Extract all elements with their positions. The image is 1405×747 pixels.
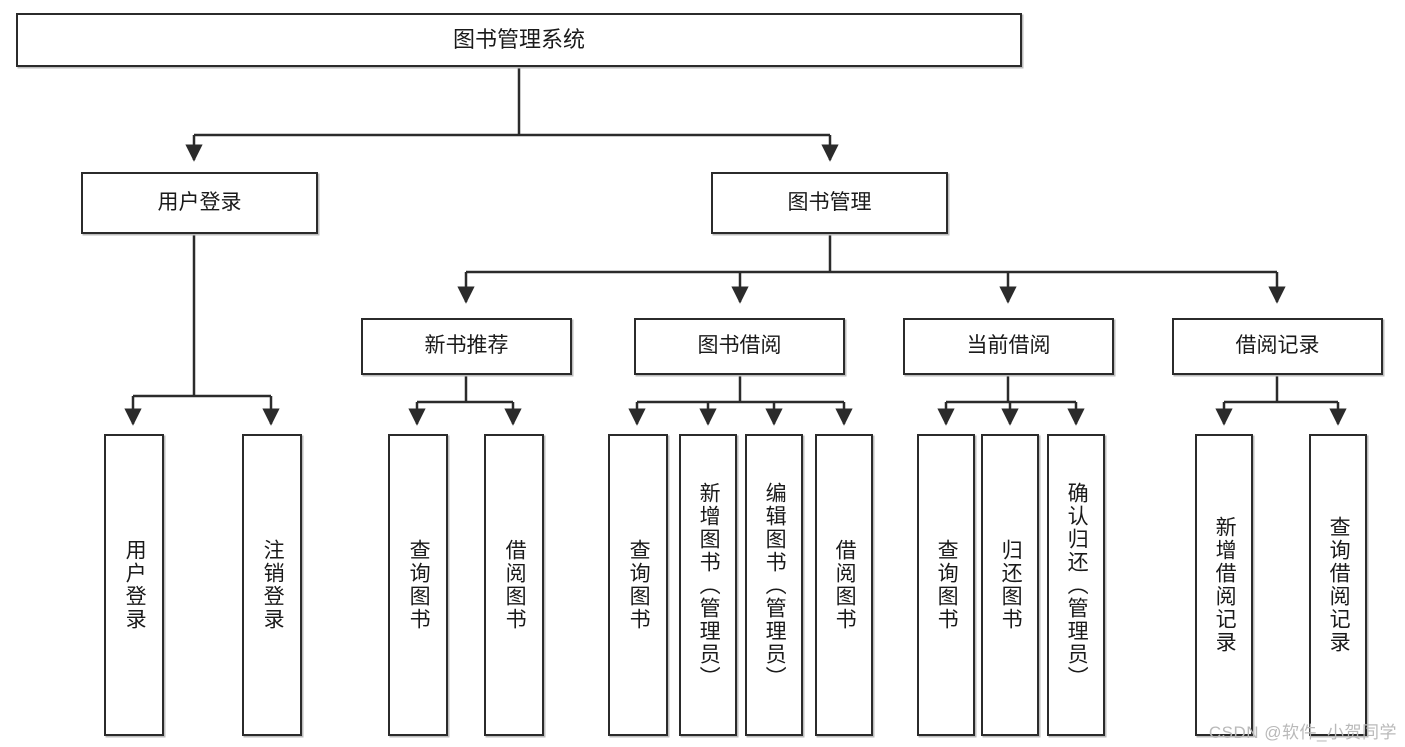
node-book-management-label: 图书管理 [787, 190, 872, 214]
node-current-borrow[interactable]: 当前借阅 [903, 318, 1114, 375]
node-leaf-borrow-book-1[interactable]: 借阅图书 [484, 434, 544, 736]
node-borrow-record-label: 借阅记录 [1235, 334, 1320, 358]
node-leaf-logout-label: 注销登录 [261, 539, 285, 631]
node-leaf-query-record-label: 查询借阅记录 [1327, 516, 1351, 654]
node-leaf-query-book-2-label: 查询图书 [627, 539, 651, 631]
node-leaf-add-book-label: 新增图书（管理员） [697, 481, 721, 689]
node-leaf-user-login[interactable]: 用户登录 [104, 434, 164, 736]
node-leaf-add-book[interactable]: 新增图书（管理员） [679, 434, 737, 736]
node-leaf-edit-book-label: 编辑图书（管理员） [763, 481, 787, 689]
node-leaf-confirm-return[interactable]: 确认归还（管理员） [1047, 434, 1105, 736]
node-leaf-borrow-book-2-label: 借阅图书 [833, 539, 857, 631]
watermark: CSDN @软件_小贺同学 [1208, 723, 1397, 742]
node-leaf-borrow-book-1-label: 借阅图书 [503, 539, 527, 631]
node-leaf-return-book[interactable]: 归还图书 [981, 434, 1039, 736]
node-user-login-label: 用户登录 [157, 190, 242, 214]
node-leaf-query-book-3-label: 查询图书 [935, 539, 959, 631]
node-leaf-query-record[interactable]: 查询借阅记录 [1309, 434, 1367, 736]
node-book-management[interactable]: 图书管理 [711, 172, 948, 234]
node-new-book-recommend[interactable]: 新书推荐 [361, 318, 572, 375]
node-new-book-recommend-label: 新书推荐 [424, 334, 509, 358]
node-user-login[interactable]: 用户登录 [81, 172, 318, 234]
node-leaf-logout[interactable]: 注销登录 [242, 434, 302, 736]
node-leaf-confirm-return-label: 确认归还（管理员） [1065, 481, 1089, 689]
node-book-borrow[interactable]: 图书借阅 [634, 318, 845, 375]
node-leaf-query-book-2[interactable]: 查询图书 [608, 434, 668, 736]
node-leaf-query-book-1-label: 查询图书 [407, 539, 431, 631]
node-leaf-user-login-label: 用户登录 [123, 539, 147, 631]
node-leaf-query-book-3[interactable]: 查询图书 [917, 434, 975, 736]
node-current-borrow-label: 当前借阅 [966, 334, 1051, 358]
node-leaf-add-record[interactable]: 新增借阅记录 [1195, 434, 1253, 736]
node-book-borrow-label: 图书借阅 [697, 334, 782, 358]
node-leaf-add-record-label: 新增借阅记录 [1213, 516, 1237, 654]
node-leaf-borrow-book-2[interactable]: 借阅图书 [815, 434, 873, 736]
node-root-label: 图书管理系统 [452, 27, 585, 53]
node-leaf-query-book-1[interactable]: 查询图书 [388, 434, 448, 736]
node-root[interactable]: 图书管理系统 [16, 13, 1022, 67]
node-borrow-record[interactable]: 借阅记录 [1172, 318, 1383, 375]
node-leaf-return-book-label: 归还图书 [999, 539, 1023, 631]
node-leaf-edit-book[interactable]: 编辑图书（管理员） [745, 434, 803, 736]
